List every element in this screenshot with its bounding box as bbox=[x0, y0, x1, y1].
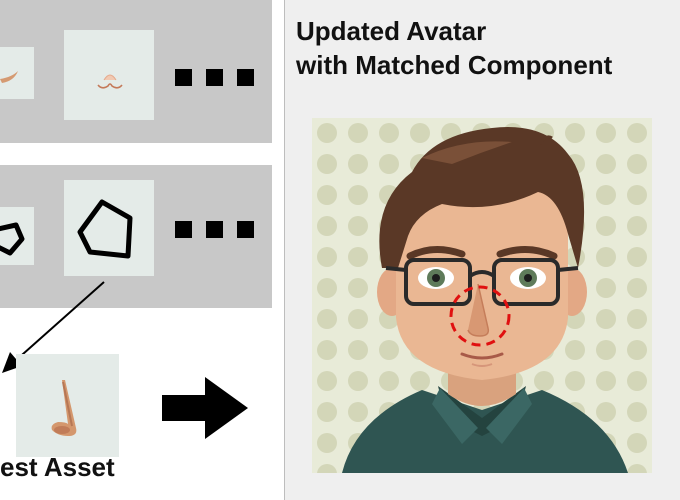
shape-tile-polygon[interactable] bbox=[64, 180, 154, 276]
mouth bbox=[460, 352, 504, 360]
matched-component-highlight bbox=[449, 285, 511, 347]
face bbox=[396, 178, 568, 380]
nose-front-icon bbox=[97, 74, 123, 89]
title-line-1: Updated Avatar bbox=[296, 16, 487, 46]
hair bbox=[379, 127, 585, 268]
ellipsis-icon bbox=[175, 69, 254, 86]
nose-asset-row-panel bbox=[0, 0, 272, 143]
asset-tile-nose-front[interactable] bbox=[64, 30, 154, 120]
polygon-shape-icon bbox=[77, 199, 133, 259]
shape-row-panel bbox=[0, 165, 272, 308]
updated-avatar-title: Updated Avatar with Matched Component bbox=[296, 14, 676, 82]
polygon-partial-icon bbox=[0, 222, 25, 256]
best-asset-tile[interactable] bbox=[16, 354, 119, 457]
nose bbox=[467, 283, 490, 337]
nose-partial-icon bbox=[0, 71, 18, 83]
best-asset-label: est Asset bbox=[0, 452, 115, 482]
asset-tile-partial[interactable] bbox=[0, 47, 34, 99]
shape-tile-partial[interactable] bbox=[0, 207, 34, 265]
title-line-2: with Matched Component bbox=[296, 50, 613, 80]
ellipsis-icon bbox=[175, 221, 254, 238]
avatar-image bbox=[312, 118, 652, 473]
glasses bbox=[404, 258, 472, 306]
right-arrow-icon bbox=[162, 377, 248, 439]
nose-side-icon bbox=[51, 380, 77, 436]
